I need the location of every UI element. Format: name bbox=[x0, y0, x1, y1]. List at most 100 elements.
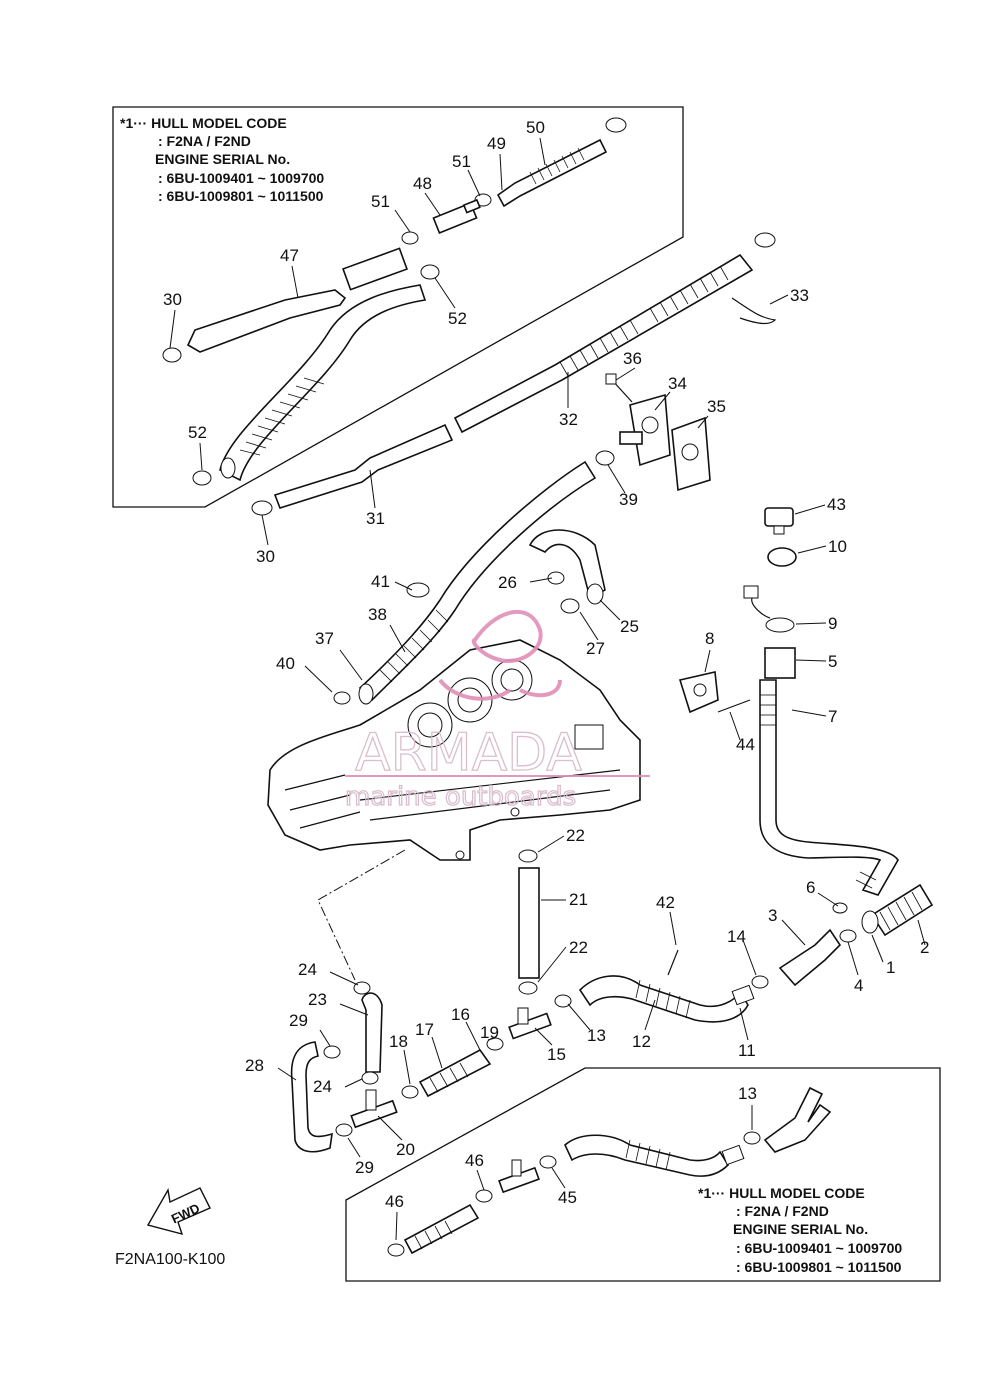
tee-20 bbox=[350, 1089, 398, 1129]
gasket-35 bbox=[671, 416, 711, 492]
y-pipe-3 bbox=[778, 928, 842, 987]
note-bottom-line-5: : 6BU-1009801 ~ 1011500 bbox=[736, 1259, 902, 1275]
callout-leader-line bbox=[369, 469, 376, 509]
note-bottom-line-3: ENGINE SERIAL No. bbox=[733, 1221, 868, 1237]
callout-leader-line bbox=[465, 1021, 481, 1051]
callout-47: 47 bbox=[280, 246, 299, 265]
clamp-24-bottom bbox=[361, 1071, 379, 1085]
callout-3: 3 bbox=[768, 906, 777, 925]
clamp-40 bbox=[333, 691, 351, 705]
callout-leader-line bbox=[537, 835, 565, 853]
callout-leader-line bbox=[339, 649, 363, 681]
callout-leader-line bbox=[534, 1027, 553, 1046]
clamp-27 bbox=[560, 598, 580, 614]
callout-leader-line bbox=[394, 209, 411, 233]
callout-leader-line bbox=[319, 1029, 331, 1047]
clamp-18 bbox=[401, 1085, 419, 1099]
callout-27: 27 bbox=[586, 639, 605, 658]
callout-8: 8 bbox=[705, 629, 714, 648]
callout-leader-line bbox=[654, 391, 671, 411]
note-top-line-5: : 6BU-1009801 ~ 1011500 bbox=[158, 188, 324, 204]
callout-leader-line bbox=[499, 153, 503, 191]
callout-leader-line bbox=[817, 892, 839, 907]
note-top-line-1: *1··· HULL MODEL CODE bbox=[120, 115, 287, 131]
inset-joint-48 bbox=[432, 198, 481, 234]
callout-leader-line bbox=[394, 581, 413, 591]
callout-31: 31 bbox=[366, 509, 385, 528]
callout-39: 39 bbox=[619, 490, 638, 509]
callout-6: 6 bbox=[806, 878, 815, 897]
callout-leader-line bbox=[304, 665, 333, 693]
callout-44: 44 bbox=[736, 735, 755, 754]
callout-22-b: 22 bbox=[569, 938, 588, 957]
clamp-39 bbox=[595, 450, 615, 466]
callout-leader-line bbox=[199, 442, 203, 471]
bellows-2 bbox=[870, 883, 934, 937]
callout-leader-line bbox=[917, 919, 926, 946]
callout-leader-line bbox=[729, 711, 741, 741]
variant-inset-box-top bbox=[112, 106, 684, 508]
callout-51-a: 51 bbox=[452, 152, 471, 171]
callout-20: 20 bbox=[396, 1140, 415, 1159]
inset-hose-47 bbox=[186, 247, 427, 482]
hose-32 bbox=[453, 232, 776, 434]
callout-leader-line bbox=[615, 367, 636, 381]
callout-52-a: 52 bbox=[448, 309, 467, 328]
note-bottom-line-4: : 6BU-1009401 ~ 1009700 bbox=[736, 1240, 902, 1256]
callout-17: 17 bbox=[415, 1020, 434, 1039]
callout-leader-line bbox=[551, 1167, 566, 1189]
callout-46-a: 46 bbox=[465, 1151, 484, 1170]
callout-leader-line bbox=[424, 192, 441, 216]
filler-cap-43 bbox=[764, 507, 794, 535]
watermark-logo-icon bbox=[438, 610, 562, 701]
inset-bellows-49-50 bbox=[496, 138, 608, 208]
clamp-13 bbox=[554, 994, 572, 1008]
hose-37-38 bbox=[358, 460, 597, 705]
callout-37: 37 bbox=[315, 629, 334, 648]
callout-45: 45 bbox=[558, 1188, 577, 1207]
callout-49: 49 bbox=[487, 134, 506, 153]
callout-leaders bbox=[169, 137, 926, 1241]
callout-41: 41 bbox=[371, 572, 390, 591]
callout-40: 40 bbox=[276, 654, 295, 673]
callout-24-a: 24 bbox=[298, 960, 317, 979]
callout-leader-line bbox=[769, 294, 789, 305]
callout-32: 32 bbox=[559, 410, 578, 429]
cap-strap-9 bbox=[743, 585, 795, 633]
callout-18: 18 bbox=[389, 1032, 408, 1051]
callout-leader-line bbox=[434, 277, 456, 309]
callout-leader-line bbox=[644, 999, 656, 1031]
callout-38: 38 bbox=[368, 605, 387, 624]
callout-36: 36 bbox=[623, 349, 642, 368]
note-top-line-3: ENGINE SERIAL No. bbox=[155, 151, 290, 167]
clamp-4 bbox=[839, 929, 857, 943]
callout-labels: 1 2 3 4 5 6 7 8 9 10 11 12 13 14 15 16 1… bbox=[163, 118, 929, 1211]
watermark-brand: ARMADA bbox=[355, 723, 582, 783]
callout-34: 34 bbox=[668, 374, 687, 393]
callout-leader-line bbox=[669, 911, 677, 946]
clamp-22-bottom bbox=[518, 981, 538, 995]
callout-leader-line bbox=[344, 1078, 363, 1088]
hose-7 bbox=[759, 679, 899, 896]
nut-10 bbox=[767, 547, 797, 567]
callout-leader-line bbox=[539, 137, 546, 166]
callout-7: 7 bbox=[828, 707, 837, 726]
note-bottom-line-2: : F2NA / F2ND bbox=[736, 1203, 829, 1219]
callout-26: 26 bbox=[498, 573, 517, 592]
callout-48: 48 bbox=[413, 174, 432, 193]
callout-leader-line bbox=[579, 611, 599, 641]
tee-15 bbox=[508, 1007, 552, 1040]
note-top-line-2: : F2NA / F2ND bbox=[158, 133, 251, 149]
callout-13: 13 bbox=[587, 1026, 606, 1045]
callout-9: 9 bbox=[828, 614, 837, 633]
fwd-arrow-icon: FWD bbox=[146, 1187, 211, 1236]
screw-44 bbox=[717, 699, 751, 713]
variant-inset-box-bottom bbox=[345, 1067, 941, 1282]
callout-29-a: 29 bbox=[289, 1011, 308, 1030]
callout-leader-line bbox=[431, 1036, 443, 1069]
callout-leader-line bbox=[794, 504, 826, 515]
callout-2: 2 bbox=[920, 938, 929, 957]
bracket-8 bbox=[678, 671, 719, 714]
callout-leader-line bbox=[329, 971, 359, 986]
